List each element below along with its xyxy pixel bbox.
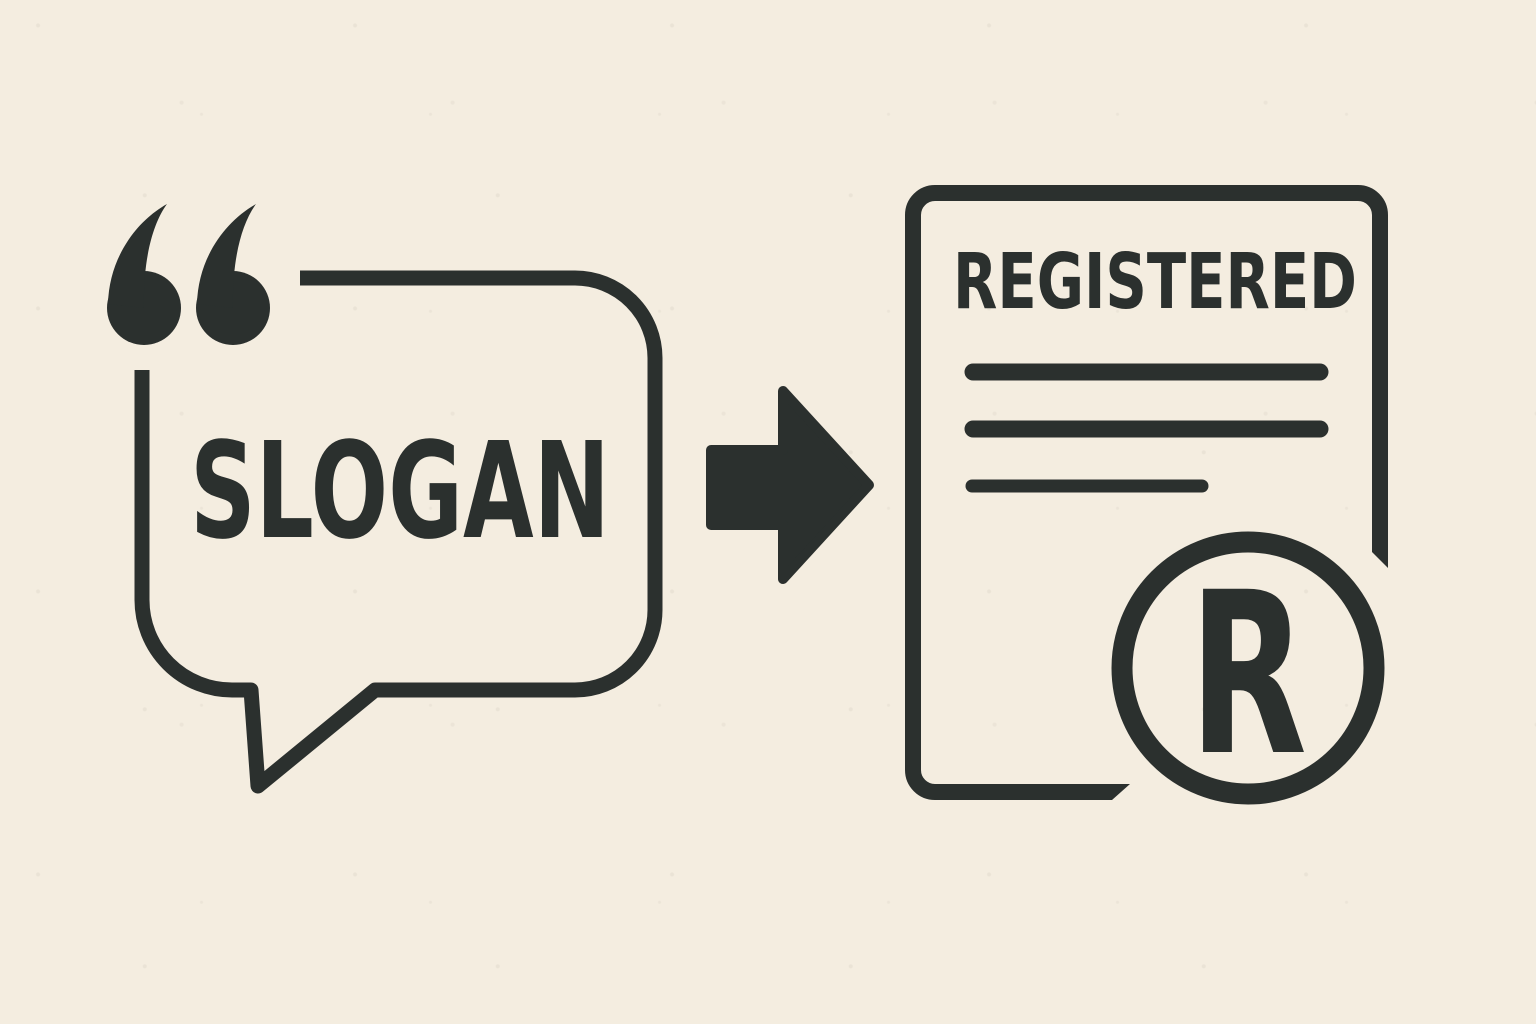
slogan-text: SLOGAN [190, 415, 610, 569]
arrow-right-icon [706, 386, 874, 584]
registered-text: REGISTERED [953, 238, 1357, 327]
border-cut [1112, 784, 1130, 800]
registered-trademark-icon: R [1111, 531, 1385, 805]
trademark-circle [1111, 531, 1385, 805]
border-cut [1372, 552, 1388, 568]
trademark-r-text: R [1189, 544, 1307, 805]
document-icon: REGISTERED R [905, 185, 1388, 805]
document-outline [905, 185, 1388, 800]
quote-mark [196, 204, 270, 345]
quote-mark [107, 204, 181, 345]
speech-bubble-icon: SLOGAN [134, 270, 663, 794]
document-text-lines [964, 363, 1329, 493]
opening-double-quote-icon [107, 204, 270, 345]
speech-bubble-outline [134, 270, 663, 794]
